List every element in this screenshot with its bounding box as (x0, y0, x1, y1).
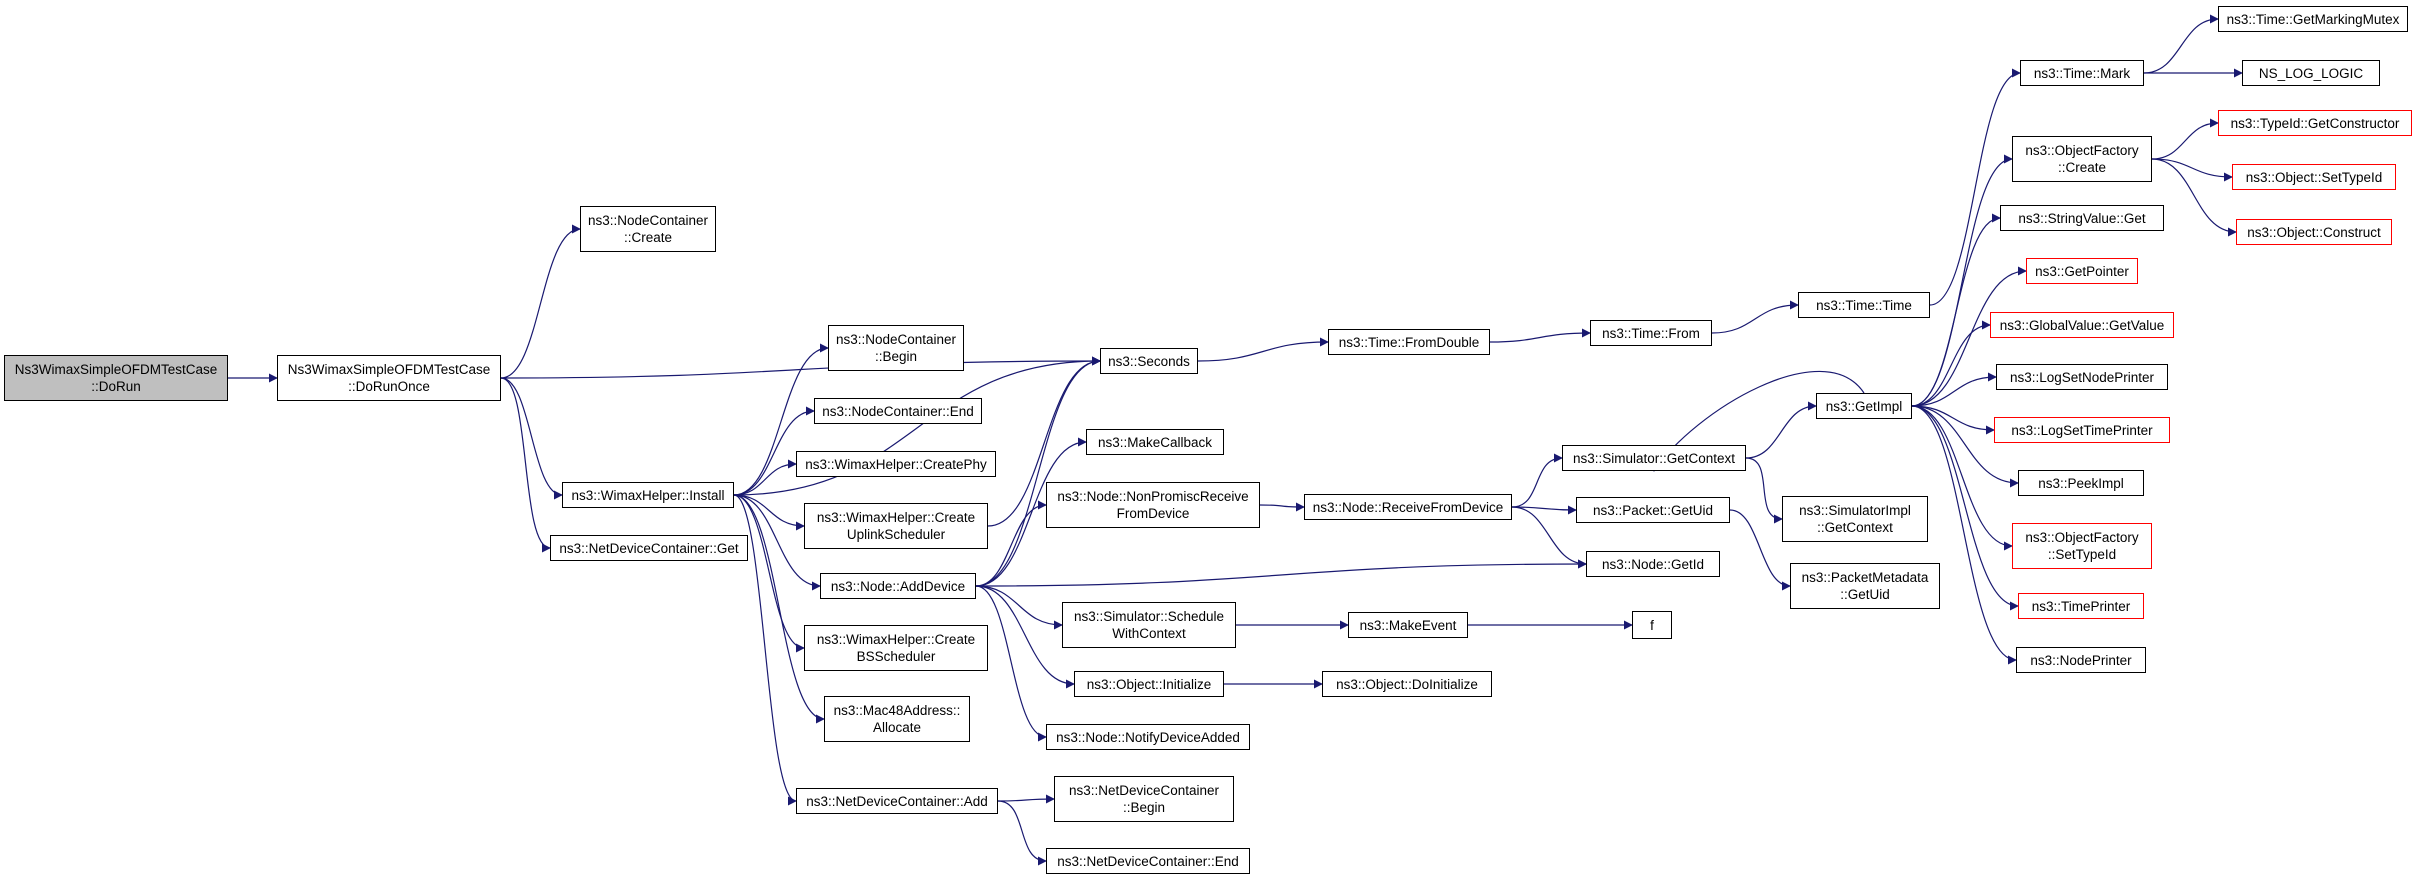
edge-wh_install-to-wh_createbs (733, 494, 805, 653)
edge-node_adddevice-to-sim_schedwithctx (975, 585, 1063, 630)
node-timeprinter[interactable]: ns3::TimePrinter (2018, 593, 2144, 619)
node-logtimeprinter[interactable]: ns3::LogSetTimePrinter (1994, 417, 2170, 443)
edge-node_nonpromisc-to-node_receivefrom (1259, 502, 1305, 512)
edge-wh_install-to-node_adddevice (733, 494, 821, 591)
node-pktmeta-getuid[interactable]: ns3::PacketMetadata ::GetUid (1790, 563, 1940, 609)
node-lognodeprinter[interactable]: ns3::LogSetNodePrinter (1996, 364, 2168, 390)
edge-node_adddevice-to-seconds (975, 356, 1101, 587)
node-node-getid[interactable]: ns3::Node::GetId (1586, 551, 1720, 577)
edge-wh_install-to-wh_createuplink (733, 494, 805, 531)
node-time-mark[interactable]: ns3::Time::Mark (2020, 60, 2144, 86)
node-packet-getuid[interactable]: ns3::Packet::GetUid (1576, 497, 1730, 523)
node-object-construct[interactable]: ns3::Object::Construct (2236, 219, 2392, 245)
node-ndc-add[interactable]: ns3::NetDeviceContainer::Add (796, 788, 998, 814)
edge-node_adddevice-to-node_nonpromisc (975, 500, 1047, 587)
edge-dorunonce-to-wh_install (500, 377, 563, 500)
edge-objfactory_create-to-object_settypeid (2151, 158, 2233, 182)
edge-dorunonce-to-ndc_get (500, 377, 551, 553)
edge-node_adddevice-to-obj_initialize (975, 585, 1075, 689)
node-node-notify[interactable]: ns3::Node::NotifyDeviceAdded (1046, 724, 1250, 750)
node-globalvalue-getvalue[interactable]: ns3::GlobalValue::GetValue (1990, 312, 2174, 338)
node-seconds[interactable]: ns3::Seconds (1100, 348, 1198, 374)
node-f[interactable]: f (1632, 611, 1672, 639)
edge-node_receivefrom-to-packet_getuid (1511, 505, 1577, 515)
node-simimpl-getcontext[interactable]: ns3::SimulatorImpl ::GetContext (1782, 496, 1928, 542)
edge-node_adddevice-to-node_getid (975, 559, 1587, 587)
node-wh-install[interactable]: ns3::WimaxHelper::Install (562, 482, 734, 508)
node-object-settypeid[interactable]: ns3::Object::SetTypeId (2232, 164, 2396, 190)
edge-wh_install-to-nc_end (733, 406, 815, 496)
node-sim-getcontext[interactable]: ns3::Simulator::GetContext (1562, 445, 1746, 471)
node-peekimpl[interactable]: ns3::PeekImpl (2018, 470, 2144, 496)
node-nc-begin[interactable]: ns3::NodeContainer ::Begin (828, 325, 964, 371)
node-obj-doinitialize[interactable]: ns3::Object::DoInitialize (1322, 671, 1492, 697)
node-node-receivefrom[interactable]: ns3::Node::ReceiveFromDevice (1304, 494, 1512, 520)
edge-node_receivefrom-to-sim_getcontext (1511, 453, 1563, 508)
node-time-from[interactable]: ns3::Time::From (1590, 320, 1712, 346)
node-nodeprinter[interactable]: ns3::NodePrinter (2016, 647, 2146, 673)
node-obj-initialize[interactable]: ns3::Object::Initialize (1074, 671, 1224, 697)
edge-time_from-to-time_time (1711, 300, 1799, 334)
edge-getimpl-to-globalvalue_getvalue (1911, 320, 1991, 407)
node-getpointer[interactable]: ns3::GetPointer (2026, 258, 2138, 284)
edge-time_time-to-time_mark (1929, 68, 2021, 306)
edge-node_adddevice-to-node_notify (975, 585, 1047, 742)
node-root: Ns3WimaxSimpleOFDMTestCase ::DoRun (4, 355, 228, 401)
edge-node_receivefrom-to-node_getid (1511, 506, 1587, 569)
edge-ndc_add-to-ndc_begin (997, 794, 1055, 804)
node-dorunonce[interactable]: Ns3WimaxSimpleOFDMTestCase ::DoRunOnce (277, 355, 501, 401)
edge-getimpl-to-nodeprinter (1911, 405, 2017, 665)
node-wh-createphy[interactable]: ns3::WimaxHelper::CreatePhy (796, 451, 996, 477)
node-ndc-begin[interactable]: ns3::NetDeviceContainer ::Begin (1054, 776, 1234, 822)
edge-getimpl-to-getpointer (1911, 266, 2027, 407)
node-stringvalue-get[interactable]: ns3::StringValue::Get (2000, 205, 2164, 231)
edge-getimpl-to-objfactory_settypeid (1911, 405, 2013, 551)
edge-packet_getuid-to-pktmeta_getuid (1729, 509, 1791, 591)
node-time-fromdouble[interactable]: ns3::Time::FromDouble (1328, 329, 1490, 355)
node-makeevent[interactable]: ns3::MakeEvent (1348, 612, 1468, 638)
node-objfactory-create[interactable]: ns3::ObjectFactory ::Create (2012, 136, 2152, 182)
node-makecallback[interactable]: ns3::MakeCallback (1086, 429, 1224, 455)
edge-getimpl-to-lognodeprinter (1911, 372, 1997, 407)
edge-seconds-to-time_fromdouble (1197, 337, 1329, 362)
edge-wh_install-to-wh_createphy (733, 459, 797, 496)
edge-objfactory_create-to-typeid_getconstructor (2151, 118, 2219, 160)
node-time-time[interactable]: ns3::Time::Time (1798, 292, 1930, 318)
node-wh-createuplink[interactable]: ns3::WimaxHelper::Create UplinkScheduler (804, 503, 988, 549)
node-ns-log-logic[interactable]: NS_LOG_LOGIC (2242, 60, 2380, 86)
edge-dorunonce-to-nc_create (500, 224, 581, 379)
edge-time_mark-to-getmarkingmutex (2143, 14, 2219, 74)
edge-getimpl-to-timeprinter (1911, 405, 2019, 611)
edge-getimpl-to-peekimpl (1911, 405, 2019, 488)
node-sim-schedwithctx[interactable]: ns3::Simulator::Schedule WithContext (1062, 602, 1236, 648)
edge-ndc_add-to-ndc_end (997, 800, 1047, 866)
edge-node_adddevice-to-makecallback (975, 437, 1087, 587)
node-node-adddevice[interactable]: ns3::Node::AddDevice (820, 573, 976, 599)
edge-sim_getcontext-to-simimpl_getcontext (1745, 457, 1783, 524)
edge-getimpl-to-stringvalue_get (1911, 213, 2001, 407)
node-objfactory-settypeid[interactable]: ns3::ObjectFactory ::SetTypeId (2012, 523, 2152, 569)
edge-sim_getcontext-to-getimpl (1745, 401, 1817, 459)
node-getmarkingmutex[interactable]: ns3::Time::GetMarkingMutex (2218, 6, 2408, 32)
node-nc-create[interactable]: ns3::NodeContainer ::Create (580, 206, 716, 252)
edge-wh_install-to-seconds (733, 356, 1101, 496)
node-node-nonpromisc[interactable]: ns3::Node::NonPromiscReceive FromDevice (1046, 482, 1260, 528)
node-typeid-getconstructor[interactable]: ns3::TypeId::GetConstructor (2218, 110, 2412, 136)
edge-objfactory_create-to-object_construct (2151, 158, 2237, 237)
edge-time_fromdouble-to-time_from (1489, 328, 1591, 343)
node-mac48-allocate[interactable]: ns3::Mac48Address:: Allocate (824, 696, 970, 742)
edge-wh_install-to-nc_begin (733, 343, 829, 496)
node-wh-createbs[interactable]: ns3::WimaxHelper::Create BSScheduler (804, 625, 988, 671)
edge-wh_install-to-mac48_allocate (733, 494, 825, 724)
node-getimpl[interactable]: ns3::GetImpl (1816, 393, 1912, 419)
node-ndc-end[interactable]: ns3::NetDeviceContainer::End (1046, 848, 1250, 874)
node-nc-end[interactable]: ns3::NodeContainer::End (814, 398, 982, 424)
edge-wh_install-to-ndc_add (733, 494, 797, 806)
node-ndc-get[interactable]: ns3::NetDeviceContainer::Get (550, 535, 748, 561)
